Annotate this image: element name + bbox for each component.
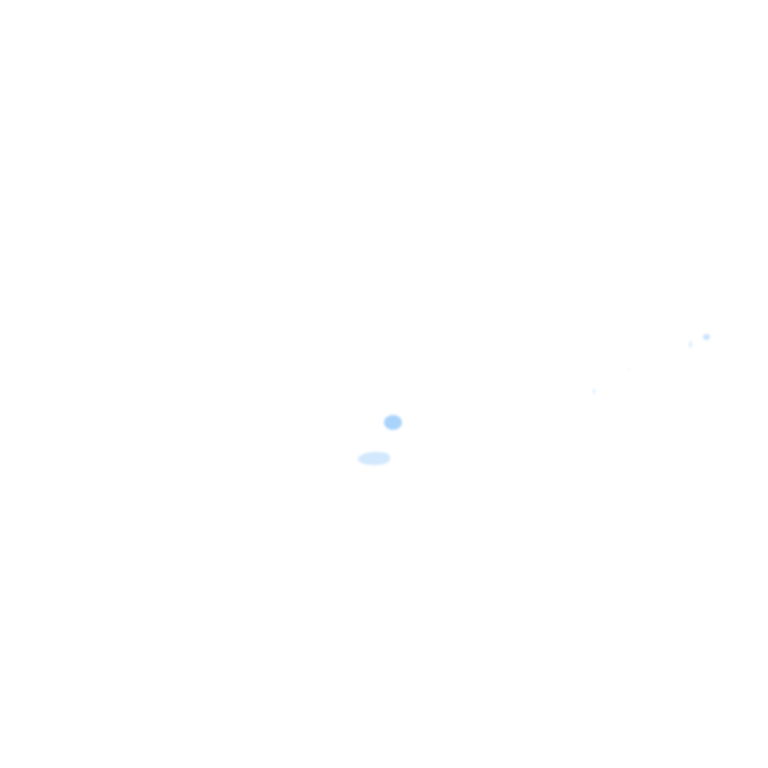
tiny-blue-speck (703, 334, 710, 340)
light-blue-blot (384, 415, 402, 430)
light-blue-smudge (358, 452, 390, 465)
tiny-blue-speck (689, 341, 692, 348)
tiny-blue-speck (628, 368, 630, 370)
tiny-blue-speck (593, 388, 595, 395)
